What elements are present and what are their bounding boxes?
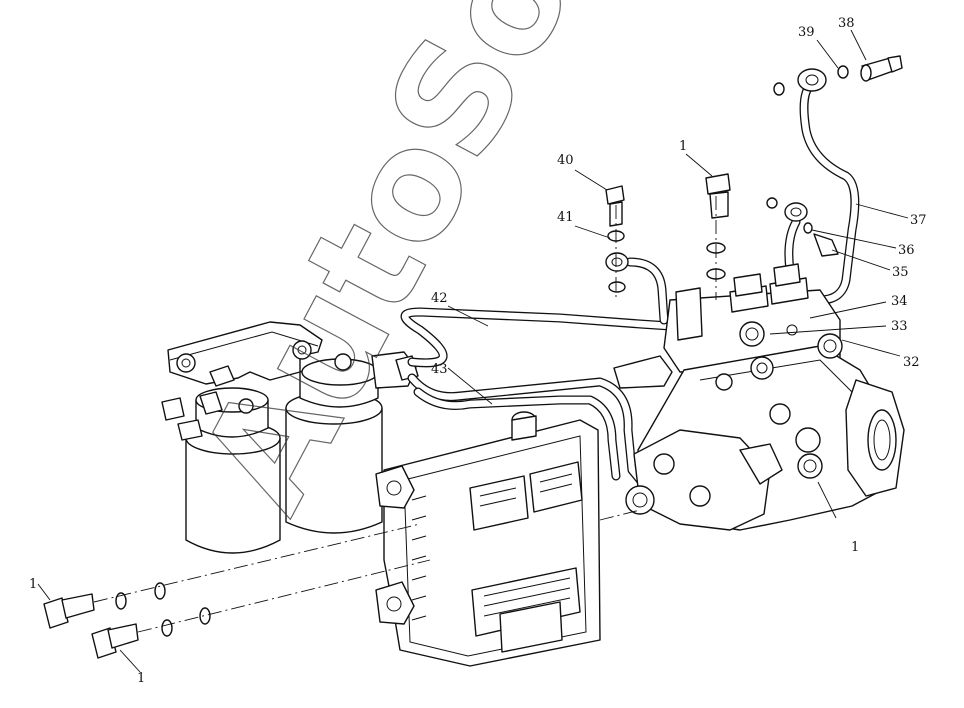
banjo-bolt-1-lower — [91, 607, 211, 659]
fuel-injection-pump — [613, 263, 905, 531]
callout-40: 40 — [557, 153, 574, 168]
callout-35: 35 — [892, 265, 909, 280]
callout-34: 34 — [891, 294, 908, 309]
fuel-filter-left — [161, 387, 281, 554]
assembly-lines — [93, 196, 717, 633]
callout-41: 41 — [557, 210, 574, 225]
banjo-fitting-35 — [766, 197, 839, 257]
callout-39: 39 — [798, 25, 815, 40]
fuel-pipe-43 — [407, 373, 655, 497]
callout-1-bottom: 1 — [137, 671, 145, 686]
engine-control-unit — [375, 411, 601, 667]
banjo-fitting-38 — [773, 55, 903, 96]
callout-32: 32 — [903, 355, 920, 370]
callout-36: 36 — [898, 243, 915, 258]
leader-lines — [37, 29, 909, 673]
callout-1-top: 1 — [679, 139, 687, 154]
callouts: 38 39 40 1 41 37 36 35 34 33 32 42 43 1 … — [29, 16, 927, 686]
callout-38: 38 — [838, 16, 855, 31]
banjo-bolt-1-left — [43, 582, 166, 629]
fuel-pipe-upper-left — [625, 257, 669, 325]
banjo-bolt-40 — [605, 185, 629, 293]
callout-33: 33 — [891, 319, 908, 334]
callout-42: 42 — [431, 291, 448, 306]
banjo-bolt-1-top — [705, 173, 731, 280]
callout-43: 43 — [431, 362, 448, 377]
callout-1-left: 1 — [29, 577, 37, 592]
fuel-pipe-42 — [400, 307, 675, 368]
fuel-filter-right — [285, 351, 419, 534]
callout-1-pump: 1 — [851, 540, 859, 555]
callout-37: 37 — [910, 213, 927, 228]
fuel-filter-bracket — [167, 321, 323, 387]
